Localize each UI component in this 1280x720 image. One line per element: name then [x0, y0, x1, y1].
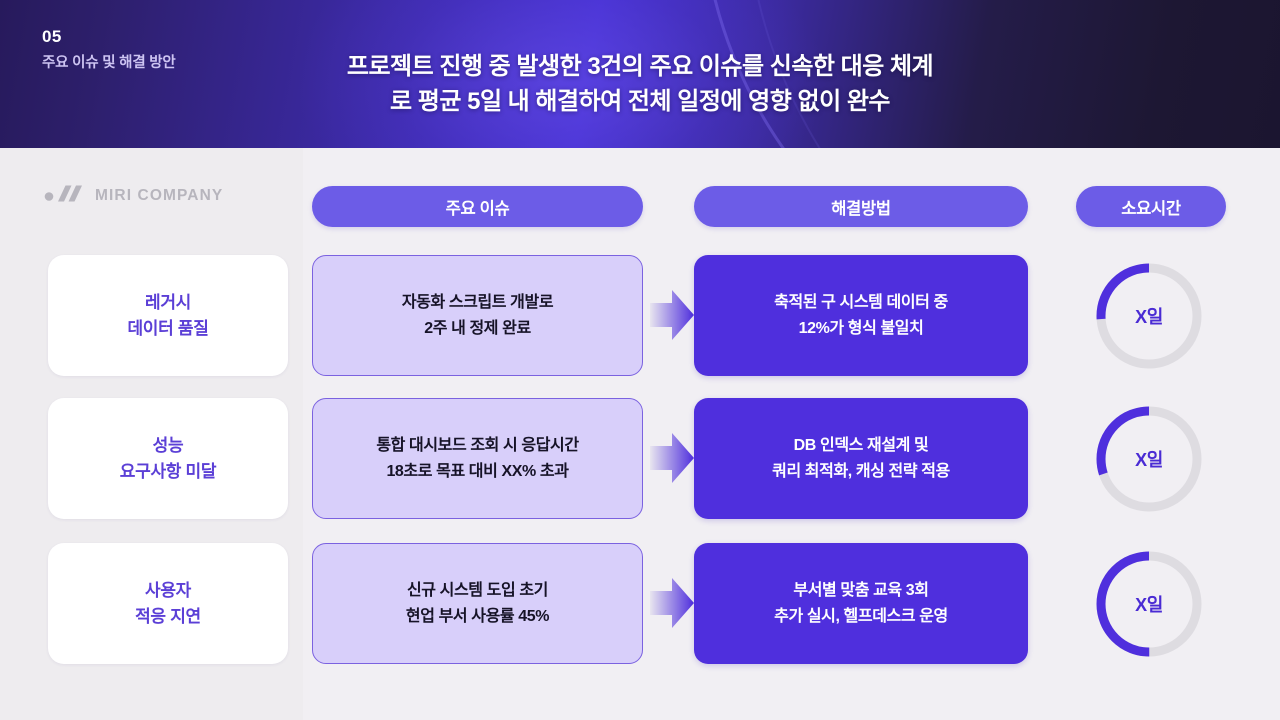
duration-donut: X일 [1091, 546, 1207, 662]
duration-donut: X일 [1091, 401, 1207, 517]
solution-line-2: 쿼리 최적화, 캐싱 전략 적용 [772, 462, 950, 480]
issue-label-line-1: 성능 [152, 436, 184, 455]
issue-label-line-2: 요구사항 미달 [119, 461, 217, 481]
issue-label-card: 사용자 적응 지연 [48, 543, 288, 664]
issue-label-line-2: 적응 지연 [135, 606, 201, 626]
issue-label-line-1: 사용자 [144, 581, 192, 600]
solution-line-2: 추가 실시, 헬프데스크 운영 [774, 607, 948, 625]
duration-value: X일 [1135, 450, 1163, 470]
issue-detail-card: 통합 대시보드 조회 시 응답시간 18초로 목표 대비 XX% 초과 [312, 398, 643, 519]
page-title-line-2: 로 평균 5일 내 해결하여 전체 일정에 영향 없이 완수 [390, 88, 890, 116]
issue-detail-line-2: 2주 내 정제 완료 [424, 319, 531, 337]
duration-value: X일 [1135, 595, 1163, 615]
issue-detail-card: 신규 시스템 도입 초기 현업 부서 사용률 45% [312, 543, 643, 664]
section-indicator: 05 주요 이슈 및 해결 방안 [42, 26, 176, 72]
issue-detail-line-1: 통합 대시보드 조회 시 응답시간 [376, 436, 579, 454]
issue-detail-line-2: 현업 부서 사용률 45% [405, 607, 550, 625]
column-header-duration: 소요시간 [1076, 186, 1226, 227]
page-title-line-1: 프로젝트 진행 중 발생한 3건의 주요 이슈를 신속한 대응 체계 [346, 53, 934, 80]
duration-value: X일 [1135, 307, 1163, 327]
section-number: 05 [42, 27, 62, 46]
arrow-right-icon [650, 572, 694, 634]
column-header-issue: 주요 이슈 [312, 186, 643, 227]
issue-label-line-1: 레거시 [144, 293, 192, 312]
solution-line-1: 부서별 맞춤 교육 3회 [793, 581, 929, 599]
issue-detail-line-1: 자동화 스크립트 개발로 [401, 293, 554, 311]
issue-label-line-2: 데이터 품질 [127, 318, 209, 338]
logo-mark-icon [44, 185, 86, 207]
issue-detail-line-2: 18초로 목표 대비 XX% 초과 [386, 462, 569, 480]
issue-detail-line-1: 신규 시스템 도입 초기 [406, 581, 549, 599]
column-header-solution: 해결방법 [694, 186, 1028, 227]
solution-line-1: DB 인덱스 재설계 및 [793, 436, 929, 454]
page-title: 프로젝트 진행 중 발생한 3건의 주요 이슈를 신속한 대응 체계 로 평균 … [255, 49, 1025, 119]
solution-card: DB 인덱스 재설계 및 쿼리 최적화, 캐싱 전략 적용 [694, 398, 1028, 519]
arrow-right-icon [650, 284, 694, 346]
issue-label-card: 레거시 데이터 품질 [48, 255, 288, 376]
solution-line-2: 12%가 형식 불일치 [798, 319, 924, 337]
solution-card: 부서별 맞춤 교육 3회 추가 실시, 헬프데스크 운영 [694, 543, 1028, 664]
section-name: 주요 이슈 및 해결 방안 [42, 55, 176, 72]
issue-detail-card: 자동화 스크립트 개발로 2주 내 정제 완료 [312, 255, 643, 376]
solution-line-1: 축적된 구 시스템 데이터 중 [774, 293, 948, 311]
arrow-right-icon [650, 427, 694, 489]
brand-logo: MIRI COMPANY [44, 185, 223, 207]
solution-card: 축적된 구 시스템 데이터 중 12%가 형식 불일치 [694, 255, 1028, 376]
duration-donut: X일 [1091, 258, 1207, 374]
issue-label-card: 성능 요구사항 미달 [48, 398, 288, 519]
brand-name: MIRI COMPANY [95, 187, 224, 204]
